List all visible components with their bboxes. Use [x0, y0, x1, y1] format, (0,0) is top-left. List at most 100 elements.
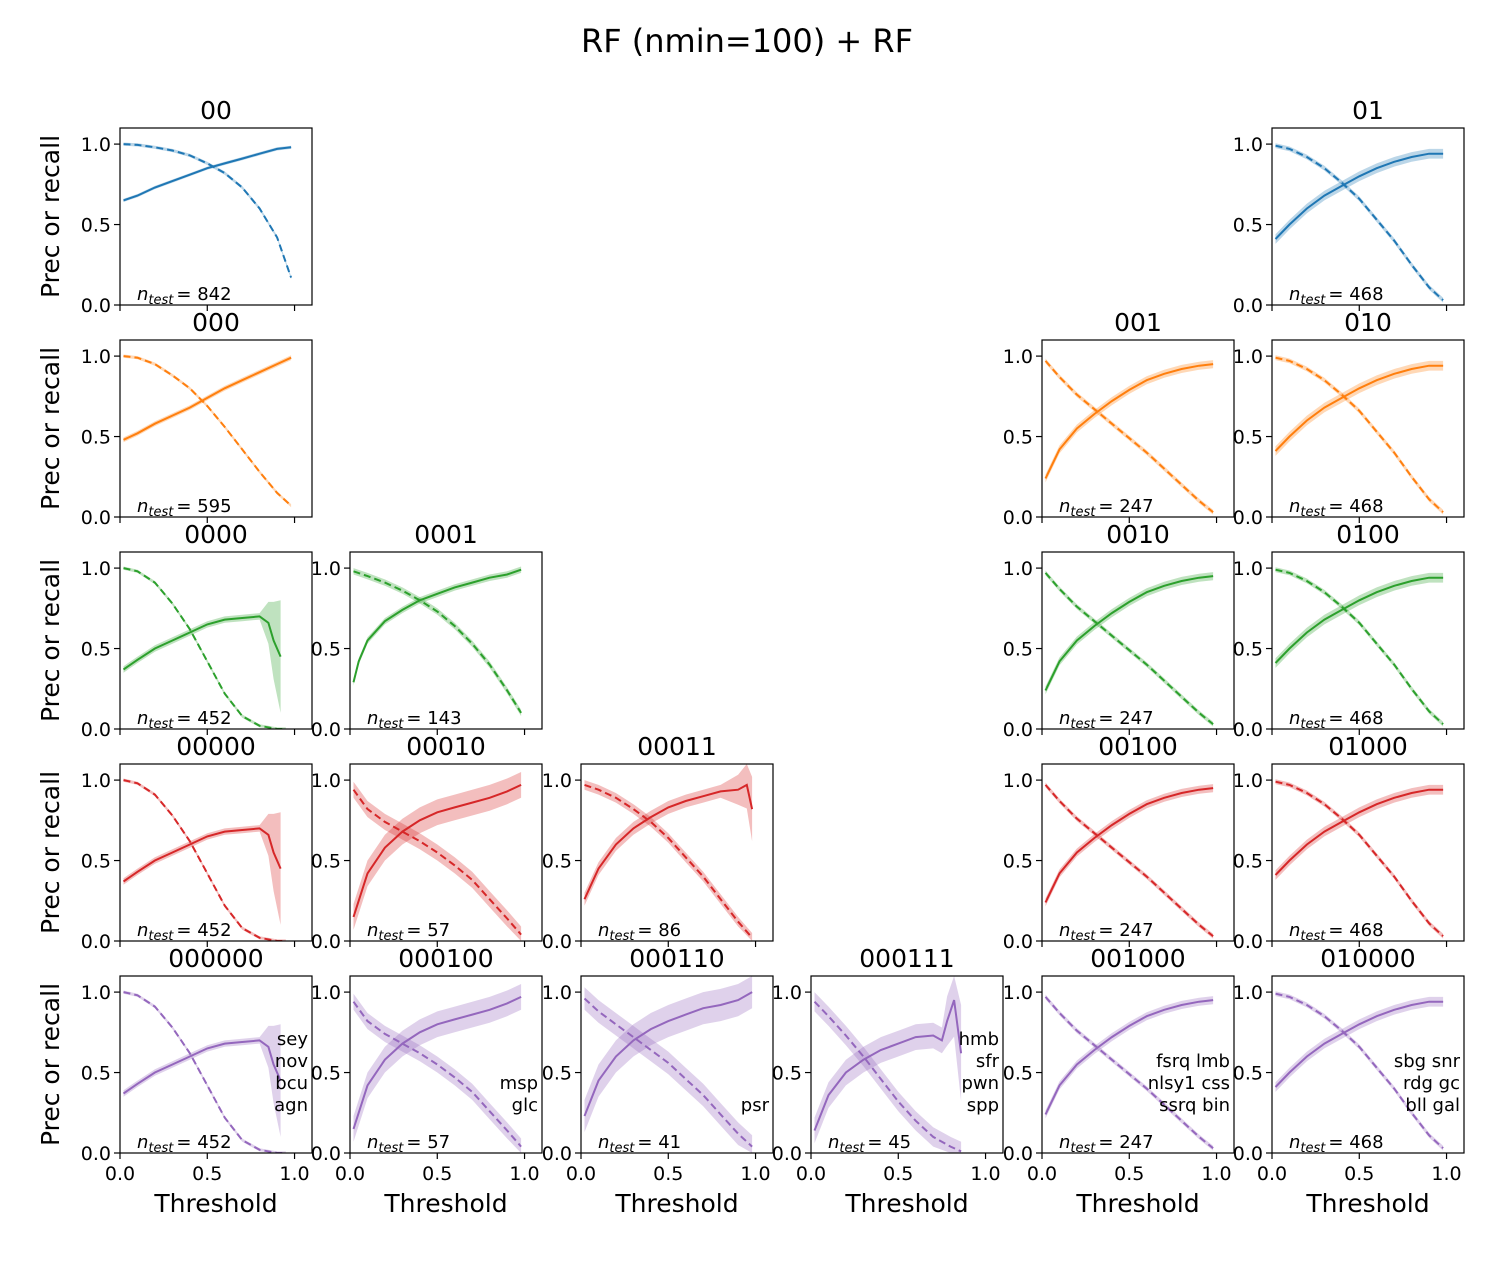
y-tick-label: 0.5 — [311, 639, 341, 661]
recall-line — [352, 789, 522, 936]
y-tick-label: 1.0 — [1003, 982, 1033, 1004]
recall-band — [1275, 779, 1444, 939]
plot-area — [122, 778, 286, 941]
y-tick-label: 1.0 — [1233, 558, 1263, 580]
precision-band — [1045, 784, 1214, 907]
recall-line — [123, 143, 293, 278]
y-tick-label: 0.0 — [542, 931, 572, 953]
panel-title: 000100 — [398, 944, 493, 973]
precision-band — [123, 145, 292, 202]
plot-area — [123, 142, 293, 280]
y-tick-label: 0.0 — [1233, 719, 1263, 741]
y-tick-label: 1.0 — [311, 558, 341, 580]
recall-band — [353, 568, 522, 717]
panel-title: 000000 — [168, 944, 263, 973]
y-tick-label: 0.5 — [81, 851, 111, 873]
y-tick-label: 0.0 — [1003, 931, 1033, 953]
n-test-value: = 452 — [176, 1132, 231, 1153]
recall-line — [1275, 992, 1444, 1149]
axes-frame — [119, 127, 313, 306]
panel-title: 00100 — [1098, 732, 1178, 761]
n-test-value: = 247 — [1098, 496, 1153, 517]
n-test-annotation: ntest= 452 — [137, 1132, 232, 1156]
recall-line — [1044, 996, 1214, 1149]
n-test-value: = 247 — [1098, 920, 1153, 941]
precision-line — [1044, 575, 1214, 691]
panel-title: 001 — [1114, 308, 1162, 337]
n-test-value: = 86 — [637, 920, 681, 941]
x-tick-label: 0.0 — [566, 1163, 596, 1185]
y-tick-label: 0.5 — [1003, 1063, 1033, 1085]
y-tick-label: 0.5 — [542, 851, 572, 873]
precision-line — [1274, 788, 1444, 876]
axes-frame — [580, 975, 774, 1154]
precision-band — [814, 976, 962, 1144]
y-tick-label: 1.0 — [1233, 134, 1263, 156]
y-tick-label: 0.0 — [1003, 719, 1033, 741]
panel-title: 0000 — [184, 520, 248, 549]
n-test-annotation: ntest= 45 — [828, 1132, 911, 1156]
precision-line — [122, 827, 282, 883]
n-test-annotation: ntest= 452 — [137, 708, 232, 732]
precision-band — [123, 600, 281, 713]
recall-band — [353, 781, 522, 941]
precision-band — [584, 976, 753, 1133]
y-tick-label: 1.0 — [1233, 982, 1263, 1004]
axes-frame — [119, 551, 313, 730]
y-tick-label: 0.5 — [81, 427, 111, 449]
panel-title: 000 — [192, 308, 240, 337]
precision-band — [1275, 996, 1444, 1092]
y-tick-label: 1.0 — [1003, 770, 1033, 792]
plot-area — [1274, 567, 1444, 727]
plot-area — [1274, 779, 1444, 939]
precision-ref-line — [1275, 365, 1444, 452]
panel-title: 01 — [1352, 96, 1384, 125]
recall-line — [352, 1001, 522, 1148]
precision-ref-line — [1044, 575, 1214, 691]
panel-title: 00010 — [406, 732, 486, 761]
class-label: bll gal — [1405, 1095, 1460, 1116]
y-tick-label: 0.5 — [81, 1063, 111, 1085]
y-tick-label: 1.0 — [81, 134, 111, 156]
class-label: ssrq bin — [1159, 1095, 1230, 1116]
plot-area — [123, 354, 292, 508]
recall-band — [353, 993, 522, 1153]
plot-area — [352, 566, 522, 717]
recall-line — [353, 570, 522, 714]
x-tick-label: 0.0 — [335, 1163, 365, 1185]
panel-title: 001000 — [1090, 944, 1185, 973]
n-test-value: = 57 — [406, 920, 450, 941]
n-test-value: = 247 — [1098, 1132, 1153, 1153]
y-tick-label: 0.0 — [311, 1143, 341, 1165]
x-tick-label: 0.5 — [653, 1163, 683, 1185]
y-tick-label: 0.5 — [311, 851, 341, 873]
axes-frame — [119, 763, 313, 942]
n-test-annotation: ntest= 247 — [1059, 708, 1154, 732]
precision-line — [352, 995, 522, 1130]
recall-line — [813, 1001, 962, 1153]
n-test-annotation: ntest= 468 — [1289, 496, 1384, 520]
y-tick-label: 0.5 — [81, 215, 111, 237]
y-tick-label: 1.0 — [81, 982, 111, 1004]
n-test-annotation: ntest= 247 — [1059, 920, 1154, 944]
n-test-annotation: ntest= 247 — [1059, 1132, 1154, 1156]
y-axis-label: Prec or recall — [36, 135, 65, 298]
n-test-annotation: ntest= 468 — [1289, 920, 1384, 944]
recall-line — [123, 991, 286, 1153]
n-test-value: = 468 — [1328, 496, 1383, 517]
n-test-value: = 468 — [1328, 1132, 1383, 1153]
y-tick-label: 0.0 — [1003, 1143, 1033, 1165]
panel-title: 0010 — [1106, 520, 1170, 549]
x-axis-label: Threshold — [844, 1189, 968, 1218]
precision-band — [1275, 148, 1444, 244]
recall-line — [1275, 568, 1444, 725]
recall-line — [1275, 356, 1444, 513]
y-tick-label: 0.0 — [81, 295, 111, 317]
precision-line — [813, 999, 963, 1131]
